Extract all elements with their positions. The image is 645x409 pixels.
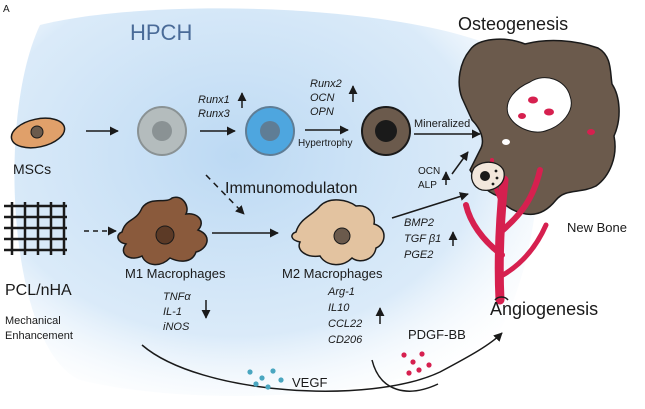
- alp-label: ALP: [418, 180, 437, 191]
- mechanical-label-1: Mechanical: [5, 315, 61, 327]
- marker-inos: iNOS: [163, 321, 190, 333]
- vegf-label: VEGF: [292, 375, 327, 390]
- gene-runx3: Runx3: [198, 108, 231, 120]
- new-bone-label: New Bone: [567, 220, 627, 235]
- arrow-to-osteoblast: [451, 151, 469, 175]
- undifferentiated-nucleus: [152, 121, 172, 141]
- gene-ocn: OCN: [310, 92, 335, 104]
- factor-pge2: PGE2: [404, 249, 433, 261]
- gene-opn: OPN: [310, 106, 334, 118]
- bone-cell-2: [544, 108, 554, 116]
- m2-nucleus: [333, 227, 351, 245]
- marker-ccl22: CCL22: [328, 318, 362, 330]
- hypertrophy-label: Hypertrophy: [298, 138, 352, 149]
- marker-il1: IL-1: [163, 306, 182, 318]
- immunomodulation-label: Immunomodulaton: [225, 180, 358, 197]
- corner-mark: A: [3, 4, 10, 15]
- bone-cell-3: [518, 113, 526, 119]
- osteogenesis-title: Osteogenesis: [458, 14, 568, 34]
- gene-runx1: Runx1: [198, 94, 230, 106]
- hydrogel-label: HPCH: [130, 20, 192, 45]
- msc-label: MSCs: [13, 161, 51, 177]
- vegf-particles: [247, 368, 284, 390]
- pcl-nha-scaffold: [4, 202, 67, 255]
- blood-vessels: [463, 158, 549, 305]
- factor-tgf-b1: TGF β1: [404, 233, 441, 245]
- curve-arrow-pdgf: [371, 359, 439, 392]
- marker-arg1: Arg-1: [327, 286, 355, 298]
- bone-cell-4: [587, 129, 595, 135]
- angiogenesis-label: Angiogenesis: [490, 299, 598, 319]
- bone-cell-5: [502, 139, 510, 145]
- factor-bmp2: BMP2: [404, 217, 434, 229]
- gene-runx2: Runx2: [310, 78, 342, 90]
- m1-nucleus: [155, 225, 175, 245]
- osteoblast-dot-3: [491, 182, 495, 186]
- osteoblast-nucleus: [480, 171, 490, 181]
- marker-il10: IL10: [328, 302, 350, 314]
- curve-arrow-vegf: [141, 332, 503, 392]
- hydrogel-background: [14, 8, 540, 396]
- hypertrophic-nucleus: [375, 120, 397, 142]
- m1-label: M1 Macrophages: [125, 266, 226, 281]
- pdgf-particles: [401, 351, 432, 376]
- osteoblast-dot-1: [494, 169, 498, 173]
- m2-label: M2 Macrophages: [282, 266, 383, 281]
- msc-nucleus: [30, 125, 44, 139]
- arrow-m2-to-bone: [391, 192, 469, 219]
- marker-cd206: CD206: [328, 334, 363, 346]
- ocn-label: OCN: [418, 166, 440, 177]
- pdgf-label: PDGF-BB: [408, 327, 466, 342]
- marker-tnfa: TNFα: [163, 291, 191, 303]
- arrow-immuno-to-m2: [205, 174, 245, 215]
- osteoblast-dot-2: [495, 176, 499, 180]
- bone-cell-1: [528, 96, 538, 104]
- vessel-wall: [494, 296, 509, 301]
- mechanical-label-2: Enhancement: [5, 330, 73, 342]
- mineralized-label: Mineralized: [414, 118, 470, 130]
- chondrogenic-nucleus: [260, 121, 280, 141]
- scaffold-label: PCL/nHA: [5, 282, 72, 299]
